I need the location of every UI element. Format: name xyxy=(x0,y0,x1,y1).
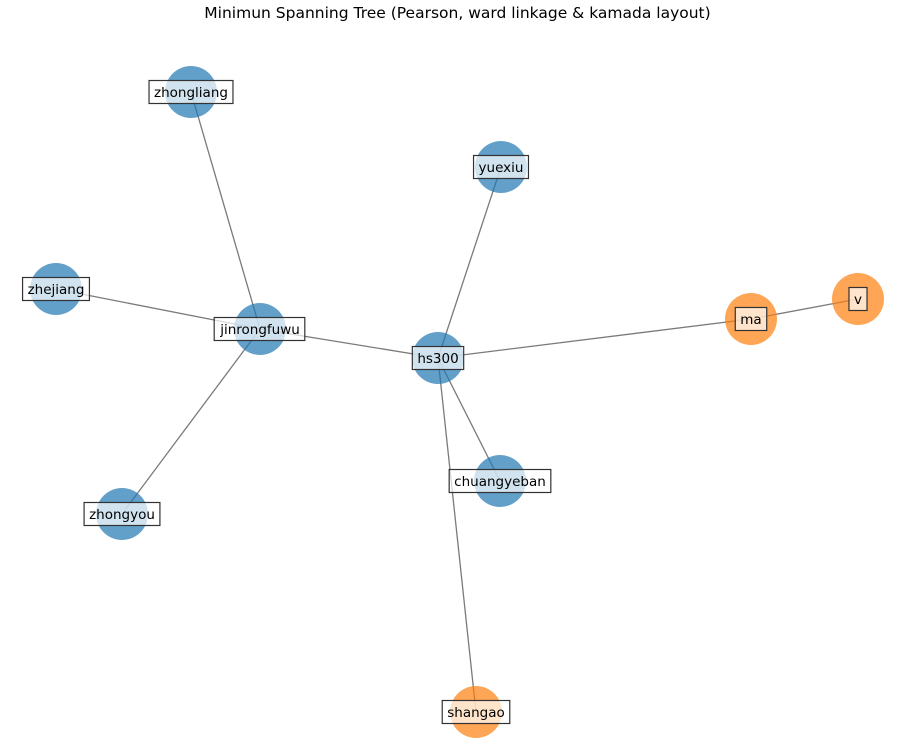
node-label-text: zhejiang xyxy=(28,282,85,298)
node-label-text: zhongyou xyxy=(89,507,155,523)
node-label-box xyxy=(21,276,91,302)
node-label-zhongliang: zhongliang xyxy=(148,79,234,105)
labels-layer: zhongliang yuexiu zhejiang jinrongfuwu hs300… xyxy=(21,79,868,725)
node-label-box xyxy=(448,468,552,494)
node-label-box xyxy=(213,316,306,342)
node-label-jinrongfuwu: jinrongfuwu xyxy=(213,316,306,342)
node-label-chuangyeban: chuangyeban xyxy=(448,468,552,494)
edge-jinrongfuwu-zhongyou xyxy=(121,328,261,515)
node-label-box xyxy=(848,286,868,312)
edge-hs300-yuexiu xyxy=(437,166,502,359)
node-label-zhejiang: zhejiang xyxy=(21,276,91,302)
node-label-box xyxy=(83,501,161,527)
node-label-yuexiu: yuexiu xyxy=(472,154,530,180)
node-label-text: v xyxy=(854,292,862,308)
node-label-zhongyou: zhongyou xyxy=(83,501,161,527)
node-label-text: chuangyeban xyxy=(454,474,546,490)
node-label-box xyxy=(411,345,465,371)
node-label-text: yuexiu xyxy=(479,160,524,176)
node-label-hs300: hs300 xyxy=(411,345,465,371)
edges-layer xyxy=(55,91,859,713)
node-label-text: zhongliang xyxy=(154,85,228,101)
edge-zhongliang-jinrongfuwu xyxy=(190,91,261,330)
nodes-layer xyxy=(30,66,884,738)
node-label-box xyxy=(441,699,511,725)
node-label-box xyxy=(472,154,530,180)
node-label-box xyxy=(734,306,768,332)
chart-title: Minimun Spanning Tree (Pearson, ward lin… xyxy=(204,4,711,22)
node-label-box xyxy=(148,79,234,105)
node-label-text: jinrongfuwu xyxy=(219,322,300,338)
node-label-text: hs300 xyxy=(417,351,458,367)
node-label-v: v xyxy=(848,286,868,312)
node-label-text: shangao xyxy=(447,705,505,721)
node-label-shangao: shangao xyxy=(441,699,511,725)
node-label-ma: ma xyxy=(734,306,768,332)
edge-hs300-shangao xyxy=(437,357,477,713)
node-label-text: ma xyxy=(740,312,761,328)
edge-hs300-ma xyxy=(437,318,752,359)
